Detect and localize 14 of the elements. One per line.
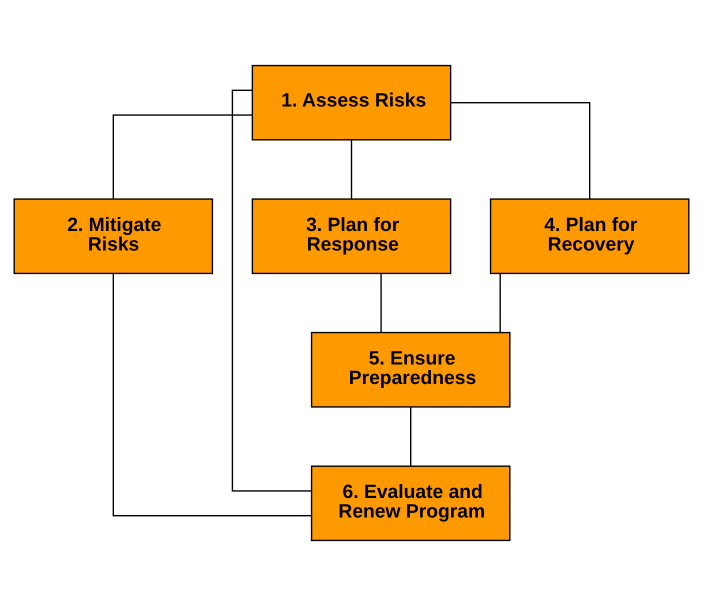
node-box: 2. Mitigate Risks xyxy=(14,198,214,274)
connector xyxy=(450,102,590,200)
node-box: 3. Plan for Response xyxy=(252,198,452,274)
connector xyxy=(410,406,412,466)
connector xyxy=(232,90,312,492)
connector xyxy=(112,274,312,516)
connector xyxy=(500,273,501,332)
connector xyxy=(112,114,252,199)
node-box: 6. Evaluate and Renew Program xyxy=(310,465,511,542)
node-box: 5. Ensure Preparedness xyxy=(310,332,511,408)
node-box: 1. Assess Risks xyxy=(252,64,452,141)
connector xyxy=(350,140,352,199)
connector xyxy=(380,273,382,332)
node-box: 4. Plan for Recovery xyxy=(490,198,690,274)
